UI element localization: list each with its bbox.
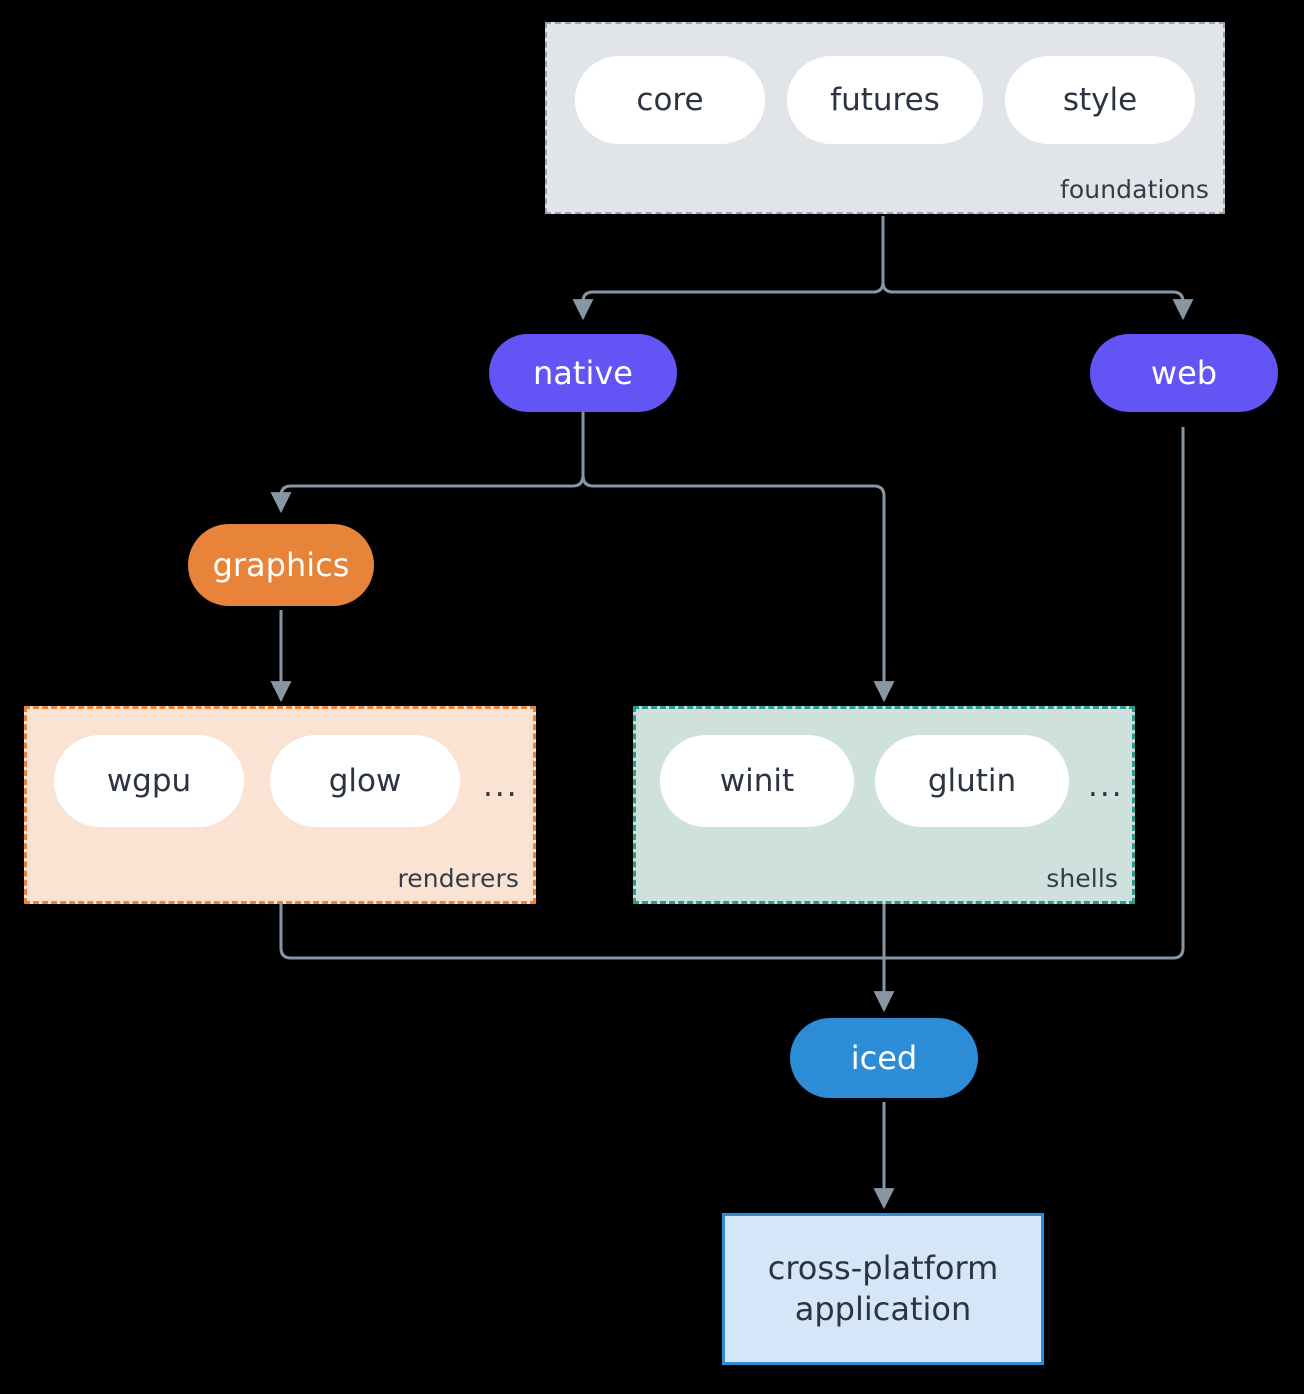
edge-native-to-shells [581,412,895,703]
pill-futures[interactable]: futures [787,56,983,144]
pill-style[interactable]: style [1005,56,1195,144]
node-iced-label: iced [850,1039,918,1077]
pill-futures-label: futures [830,82,940,118]
node-web[interactable]: web [1090,334,1278,412]
edge-renderers-to-iced [279,904,884,960]
pill-core-label: core [636,82,704,118]
edge-foundations-to-web [881,216,1194,321]
pill-core[interactable]: core [575,56,765,144]
pill-style-label: style [1062,82,1138,118]
shells-more-ellipsis: ... [1088,768,1124,804]
node-native-label: native [533,354,633,392]
node-graphics[interactable]: graphics [188,524,374,606]
node-native[interactable]: native [489,334,677,412]
node-application-line2: application [794,1290,972,1328]
node-web-label: web [1150,354,1218,392]
cluster-shells[interactable]: winit glutin ... shells [633,706,1135,904]
node-iced[interactable]: iced [790,1018,978,1098]
pill-glutin[interactable]: glutin [875,735,1069,827]
pill-winit[interactable]: winit [660,735,854,827]
cluster-shells-label: shells [1046,864,1118,893]
pill-winit-label: winit [719,763,795,799]
cluster-foundations-label: foundations [1060,175,1209,204]
pill-wgpu-label: wgpu [106,763,192,799]
edge-native-to-graphics [270,412,585,514]
renderers-more-ellipsis: ... [483,768,519,804]
edge-foundations-to-native [572,216,885,321]
node-graphics-label: graphics [212,546,350,584]
node-application[interactable]: cross-platform application [722,1213,1044,1365]
node-application-line1: cross-platform [767,1249,999,1288]
cluster-renderers[interactable]: wgpu glow ... renderers [24,706,536,904]
cluster-renderers-label: renderers [397,864,519,893]
pill-glutin-label: glutin [927,763,1017,799]
pill-glow[interactable]: glow [270,735,460,827]
pill-wgpu[interactable]: wgpu [54,735,244,827]
pill-glow-label: glow [328,763,402,799]
cluster-foundations[interactable]: core futures style foundations [545,22,1225,214]
